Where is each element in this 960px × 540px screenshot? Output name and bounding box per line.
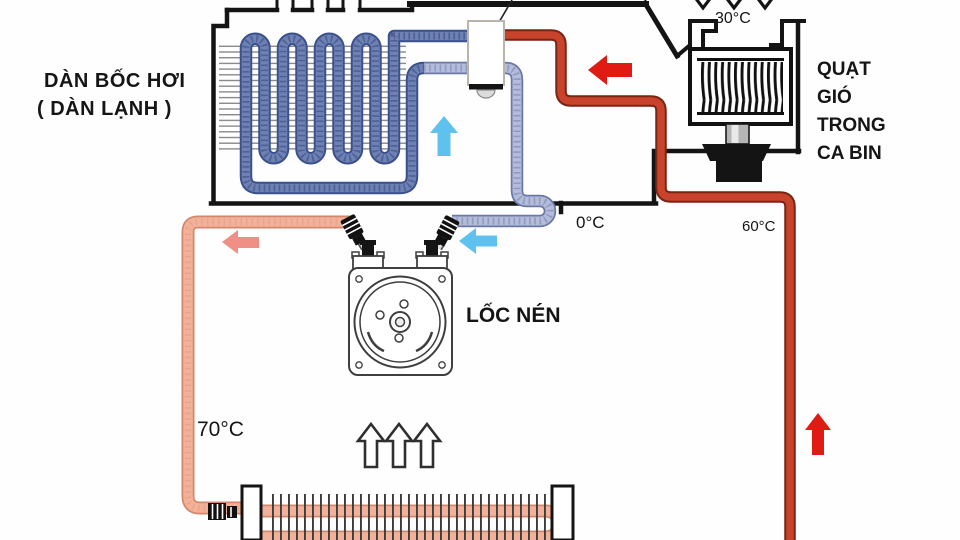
dash-vent-left (688, 19, 718, 49)
compressor-label: LỐC NÉN (466, 304, 561, 327)
evaporator-vent-slots (275, 0, 362, 12)
fan-blades (699, 62, 783, 112)
condenser-fins (266, 494, 547, 540)
vent-down-arrows (695, 0, 773, 11)
evaporator-coil (239, 29, 470, 195)
heat-out-arrows (355, 421, 443, 469)
cabin-outline (208, 0, 806, 215)
cabin-fan-label: QUẠT GIÓ TRONG CA BIN (817, 59, 886, 164)
condenser (208, 484, 575, 540)
expansion-valve (467, 0, 513, 99)
evaporator-label-line1: DÀN BỐC HƠI (44, 70, 186, 92)
temp-evaporator-out: 0°C (576, 213, 605, 232)
suction-hose-coupling (434, 215, 460, 247)
dash-vent-right (769, 19, 806, 47)
compressor (348, 240, 453, 376)
suction-flow-left-arrow (459, 228, 497, 254)
hot-gas-pipe (504, 29, 796, 540)
suction-pipe (424, 61, 557, 251)
temp-condenser-in: 60°C (742, 218, 776, 235)
liquid-flow-left-arrow (222, 230, 259, 254)
condenser-inlet-coupling (208, 503, 237, 520)
cold-air-up-arrow (430, 116, 458, 156)
evaporator-label-line2: ( DÀN LẠNH ) (37, 98, 172, 120)
discharge-pipe-to-condenser (181, 214, 369, 515)
cabin-fan (688, 47, 793, 182)
temp-cabin-air: 30°C (715, 10, 751, 27)
hot-gas-up-arrow (805, 413, 831, 455)
temp-compressor-discharge: 70°C (197, 418, 244, 441)
hot-gas-left-arrow (588, 55, 632, 85)
discharge-hose-coupling (340, 214, 366, 246)
